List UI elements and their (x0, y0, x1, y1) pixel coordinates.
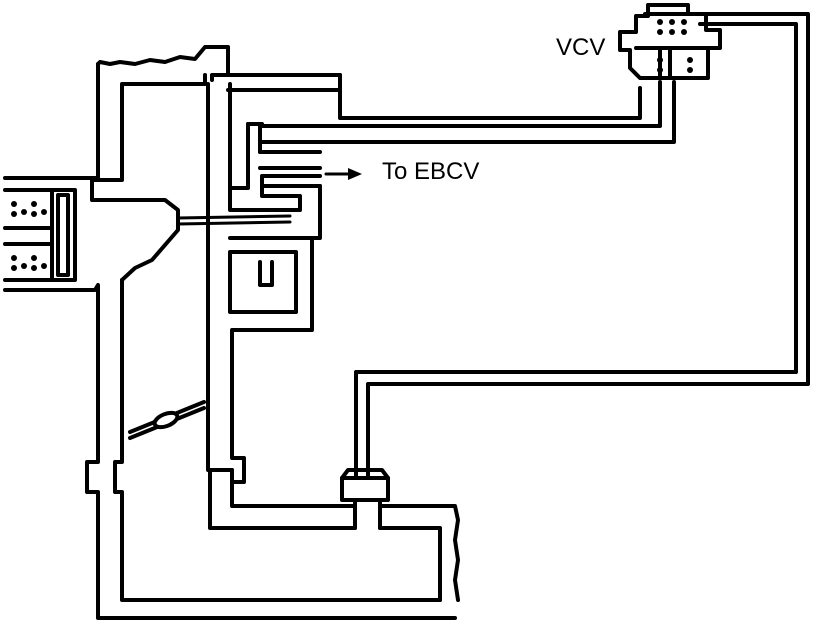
throttle-valve (128, 400, 206, 440)
vacuum-tube-return (354, 12, 810, 478)
vcv-valve (618, 3, 722, 80)
ebcv-label: To EBCV (382, 158, 480, 185)
diaphragm-chamber (3, 188, 77, 282)
manifold-fitting (340, 468, 390, 530)
internal-passages (228, 82, 322, 314)
vcv-label: VCV (556, 34, 606, 61)
ebcv-arrow (324, 168, 362, 180)
needle-rod (176, 214, 292, 226)
vacuum-tube-vcv (226, 73, 676, 144)
carburetor-body (3, 45, 460, 620)
